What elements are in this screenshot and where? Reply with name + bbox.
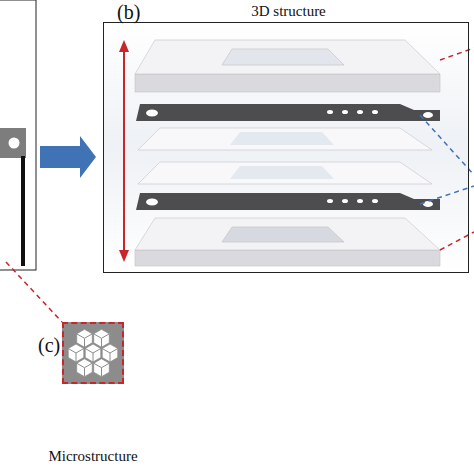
top-frame xyxy=(135,40,440,92)
pad-hole xyxy=(9,138,20,149)
panel-label: (c) xyxy=(38,334,60,357)
electrode xyxy=(136,193,440,210)
panel-title: 3D structure xyxy=(103,3,474,20)
leader-line xyxy=(420,186,474,204)
electrode-plate xyxy=(136,104,440,121)
figure-panel: (c) Microstructure xyxy=(38,318,148,474)
pattern-background xyxy=(62,322,124,384)
frame-side xyxy=(135,250,440,266)
block-arrow xyxy=(40,136,96,178)
electrode-plate xyxy=(136,193,440,210)
figure-panel: (b)3D structure xyxy=(103,0,474,273)
cube-cell xyxy=(94,359,110,377)
panel-frame xyxy=(0,0,36,270)
film xyxy=(138,128,432,150)
panel-border xyxy=(62,322,124,384)
cube-cell xyxy=(102,344,118,362)
electrode-hole xyxy=(342,110,348,114)
film-window xyxy=(230,166,334,179)
leader-line xyxy=(6,262,62,322)
cube-cell xyxy=(68,344,84,362)
bottom-frame xyxy=(135,218,440,266)
electrode-hole xyxy=(146,110,158,117)
electrode-hole xyxy=(372,199,378,203)
electrode-hole xyxy=(342,199,348,203)
device-lead xyxy=(21,156,25,266)
electrode-hole xyxy=(357,110,363,114)
film-window xyxy=(230,132,334,145)
electrode-hole xyxy=(423,112,433,118)
leader-line xyxy=(420,115,474,175)
film-sheet xyxy=(138,128,432,150)
cube-cell xyxy=(77,359,93,377)
electrode-hole xyxy=(357,199,363,203)
panel-caption: Microstructure xyxy=(38,448,148,465)
frame-top xyxy=(135,218,440,250)
arrow-head xyxy=(119,40,129,52)
electrode-hole xyxy=(146,199,158,206)
electrode-hole xyxy=(327,199,333,203)
frame-top xyxy=(135,40,440,74)
thickness-arrow xyxy=(119,40,129,262)
film-sheet xyxy=(138,162,432,184)
panel-border xyxy=(103,22,469,273)
film xyxy=(138,162,432,184)
frame-side xyxy=(135,74,440,92)
panel-label: (b) xyxy=(117,1,140,24)
cube-cell xyxy=(85,344,101,362)
arrow-shaft xyxy=(123,50,125,252)
frame-window xyxy=(222,49,344,65)
panel-background xyxy=(104,23,468,272)
microstructure-pattern xyxy=(62,322,124,384)
cube-cell xyxy=(77,329,93,347)
frame-window xyxy=(222,227,344,242)
electrode-hole xyxy=(372,110,378,114)
cube-cell xyxy=(94,329,110,347)
device-pad xyxy=(0,128,26,158)
electrode xyxy=(136,104,440,121)
arrow-head xyxy=(119,250,129,262)
electrode-hole xyxy=(327,110,333,114)
